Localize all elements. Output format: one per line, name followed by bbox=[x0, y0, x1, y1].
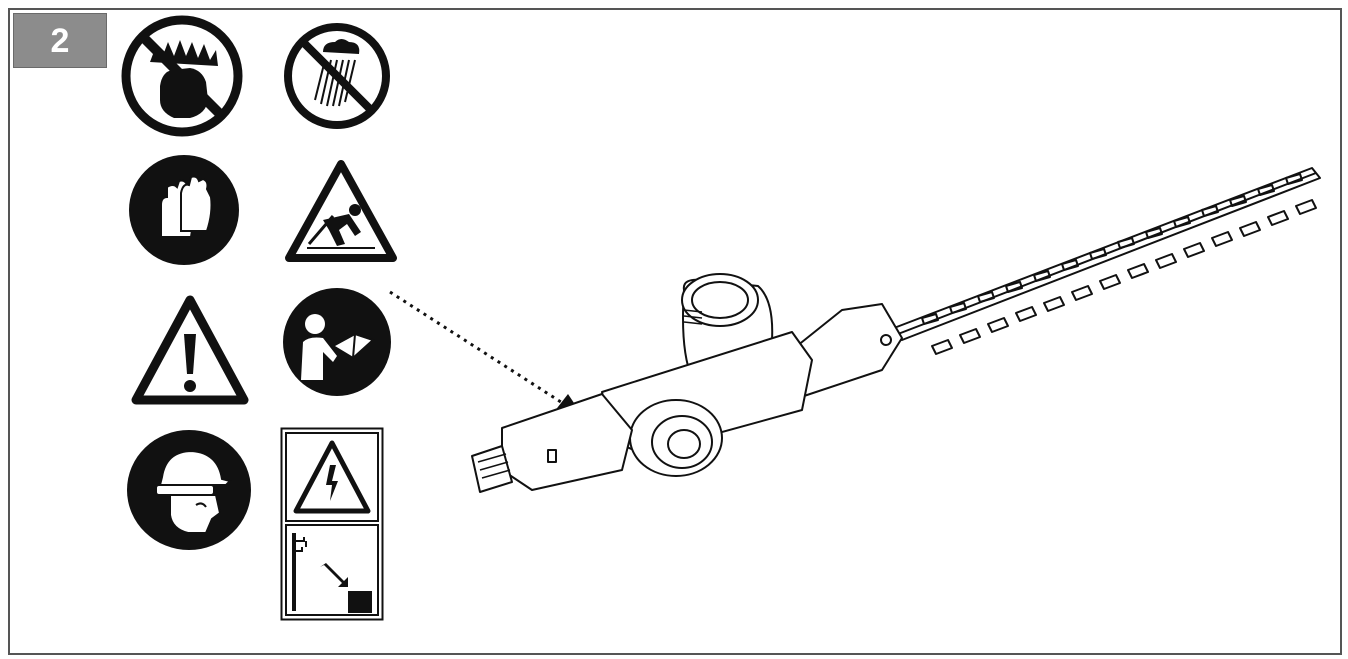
wear-helmet-goggles-icon bbox=[126, 429, 252, 551]
falling-object-warning-icon bbox=[283, 158, 399, 264]
hedge-trimmer-illustration bbox=[462, 160, 1342, 500]
no-rain-icon bbox=[283, 22, 391, 130]
no-hands-near-blade-icon bbox=[120, 14, 244, 138]
wear-gloves-icon bbox=[127, 153, 241, 267]
general-warning-icon bbox=[130, 294, 250, 406]
read-manual-icon bbox=[283, 288, 391, 396]
electric-hazard-distance-label bbox=[280, 427, 384, 621]
figure-frame bbox=[8, 8, 1342, 655]
step-number-badge: 2 bbox=[13, 13, 107, 68]
